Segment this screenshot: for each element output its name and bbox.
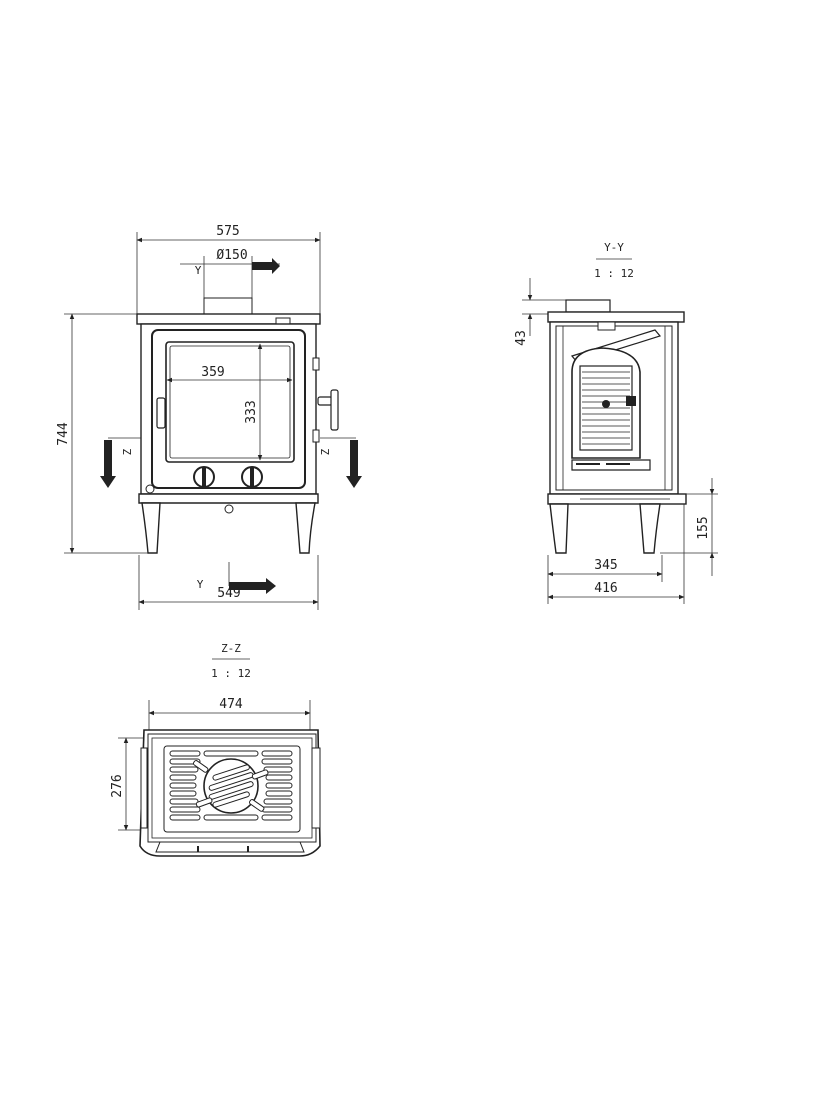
section-z-z: Z-Z 1 : 12 474 276 [110,642,321,857]
front-view: 575 Ø150 Y 359 333 [56,224,362,610]
dim-depth-inner: 345 [594,558,617,573]
section-label-y-top: Y [195,264,202,277]
dim-glass-width: 359 [201,365,224,380]
dim-grate-width: 474 [219,697,243,712]
leg-right [295,502,316,554]
dim-leg-height: 155 [696,516,711,539]
section-arrow-y-bottom [229,578,276,594]
section-y-title: Y-Y [604,241,624,254]
dim-height-total: 744 [56,422,71,446]
section-z-scale: 1 : 12 [211,667,251,680]
dim-grate-depth: 276 [110,774,125,797]
section-arrow-z-left [100,440,116,488]
leg-left [141,502,161,554]
dim-width-bottom: 549 [217,586,240,601]
section-y-y: Y-Y 1 : 12 43 [514,241,718,604]
dim-glass-height: 333 [244,400,259,423]
top-plate [136,313,321,325]
dim-width-top: 575 [216,224,239,239]
side-lever [317,396,333,406]
section-label-z-left: Z [121,448,134,455]
flue-collar [203,297,253,315]
section-arrow-z-right [346,440,362,488]
dim-depth-total: 416 [594,581,617,596]
section-label-y-bottom: Y [197,578,204,591]
section-z-title: Z-Z [221,642,241,655]
riddling-grate [203,758,259,814]
door-glass [165,341,295,463]
section-y-scale: 1 : 12 [594,267,634,280]
dim-flue-diameter: Ø150 [216,248,247,263]
section-label-z-right: Z [319,448,332,455]
dim-top-43: 43 [514,330,529,346]
section-arrow-y-top [252,258,280,274]
